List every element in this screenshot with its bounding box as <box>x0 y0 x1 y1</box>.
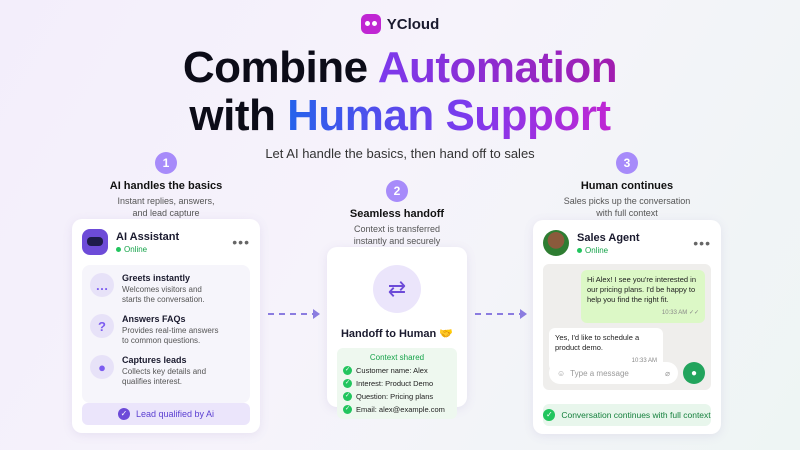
sales-agent-card: Sales Agent Online ••• Hi Alex! I see yo… <box>533 220 721 434</box>
flow-arrow-icon <box>268 309 320 319</box>
headline-part: Combine <box>182 43 378 92</box>
context-item: ✓Customer name: Alex <box>343 366 428 375</box>
online-status: Online <box>577 246 640 255</box>
badge-label: Conversation continues with full context <box>561 410 711 420</box>
step-number: 3 <box>616 152 638 174</box>
message-input[interactable]: ☺ Type a message ⌀ <box>549 362 678 384</box>
user-icon: ● <box>90 355 114 379</box>
message-time: 10:33 AM <box>631 358 657 364</box>
card-title: Sales Agent <box>577 231 640 244</box>
step-2: 2 Seamless handoff Context is transferre… <box>310 180 484 247</box>
features-list: … Greets instantly Welcomes visitors and… <box>82 265 250 403</box>
headline-part: with <box>189 91 288 140</box>
step-title: Seamless handoff <box>349 208 445 220</box>
message-composer: ☺ Type a message ⌀ ● <box>549 362 705 384</box>
brand-name: YCloud <box>386 15 440 33</box>
context-shared-box: Context shared ✓Customer name: Alex ✓Int… <box>337 348 457 419</box>
check-icon: ✓ <box>543 409 556 421</box>
card-title: Handoff to Human 🤝 <box>340 328 454 340</box>
check-icon: ✓ <box>343 392 352 401</box>
step-title: AI handles the basics <box>109 180 223 192</box>
context-item: ✓Interest: Product Demo <box>343 379 434 388</box>
more-options-icon[interactable]: ••• <box>232 234 250 250</box>
feature-title: Answers FAQs <box>122 314 186 324</box>
check-icon: ✓ <box>343 366 352 375</box>
attach-icon[interactable]: ⌀ <box>665 368 670 378</box>
card-header: AI Assistant Online ••• <box>82 229 250 255</box>
outgoing-message: Hi Alex! I see you're interested in our … <box>581 270 705 323</box>
headline-highlight: Automation <box>377 43 618 92</box>
feature-item: … Greets instantly Welcomes visitors and… <box>90 273 242 305</box>
badge-label: Lead qualified by Ai <box>135 409 215 419</box>
step-number: 1 <box>155 152 177 174</box>
card-title: AI Assistant <box>116 230 180 243</box>
headline-highlight: Human Support <box>287 91 611 140</box>
headline: Combine Automation with Human Support <box>0 44 800 140</box>
check-icon: ✓ <box>117 408 130 420</box>
context-label: Context shared <box>369 353 425 362</box>
context-item: ✓Email: alex@example.com <box>343 405 445 414</box>
robot-icon <box>82 229 108 255</box>
card-header: Sales Agent Online ••• <box>543 230 711 256</box>
feature-item: ● Captures leads Collects key details an… <box>90 355 242 387</box>
input-placeholder: Type a message <box>570 368 629 378</box>
step-desc: Instant replies, answers,and lead captur… <box>117 196 215 218</box>
step-3: 3 Human continues Sales picks up the con… <box>533 152 721 219</box>
brand-logo: YCloud <box>0 14 800 34</box>
chat-window: Hi Alex! I see you're interested in our … <box>543 264 711 390</box>
flow-arrow-icon <box>475 309 527 319</box>
question-icon: ? <box>90 314 114 338</box>
subtitle: Let AI handle the basics, then hand off … <box>265 146 535 161</box>
check-icon: ✓ <box>343 405 352 414</box>
step-title: Human continues <box>580 180 674 192</box>
online-status: Online <box>116 245 179 254</box>
handoff-card: ⇄ Handoff to Human 🤝 Context shared ✓Cus… <box>327 247 467 419</box>
conversation-badge: ✓ Conversation continues with full conte… <box>543 404 711 426</box>
emoji-icon[interactable]: ☺ <box>557 368 566 378</box>
swap-arrows-icon: ⇄ <box>373 265 421 313</box>
mic-icon[interactable]: ● <box>683 362 705 384</box>
chat-bubble-icon: … <box>90 273 114 297</box>
message-time: 10:33 AM ✓✓ <box>661 310 699 316</box>
check-icon: ✓ <box>343 379 352 388</box>
feature-item: ? Answers FAQs Provides real-time answer… <box>90 314 242 346</box>
feature-title: Greets instantly <box>122 273 191 283</box>
lead-qualified-badge: ✓ Lead qualified by Ai <box>82 403 250 425</box>
ai-assistant-card: AI Assistant Online ••• … Greets instant… <box>72 219 260 433</box>
avatar <box>543 230 569 256</box>
step-1: 1 AI handles the basics Instant replies,… <box>72 152 260 219</box>
logo-icon <box>360 14 381 34</box>
step-number: 2 <box>386 180 408 202</box>
feature-title: Captures leads <box>122 355 187 365</box>
context-item: ✓Question: Pricing plans <box>343 392 434 401</box>
more-options-icon[interactable]: ••• <box>693 235 711 251</box>
